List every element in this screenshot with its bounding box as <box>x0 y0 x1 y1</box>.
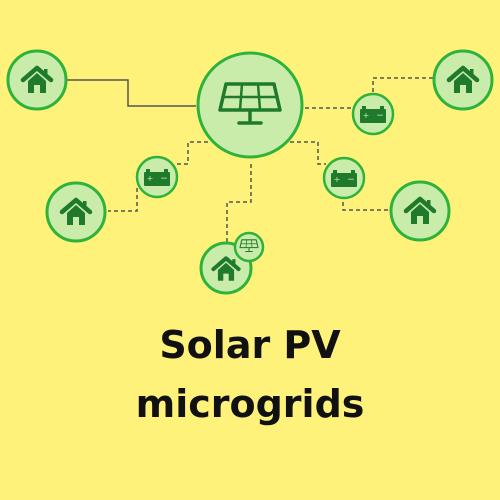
connector-solid <box>66 79 196 107</box>
solar-panel-node <box>196 51 304 159</box>
battery-node <box>135 155 179 199</box>
house-node <box>389 180 451 242</box>
connector-dashed <box>342 195 390 211</box>
connectors <box>66 77 433 243</box>
connector-dashed <box>174 141 208 165</box>
battery-node <box>351 92 395 136</box>
connector-dashed <box>108 188 138 212</box>
house-node <box>45 181 107 243</box>
connector-dashed <box>372 77 433 92</box>
page-title-line-1: Solar PV <box>159 323 341 367</box>
small-solar-panel-node <box>233 231 265 263</box>
house-node <box>432 49 494 111</box>
page-title-line-2: microgrids <box>135 382 365 426</box>
battery-node <box>322 156 366 200</box>
connector-dashed <box>290 141 326 165</box>
connector-dashed <box>226 164 252 243</box>
house-node <box>6 49 68 111</box>
